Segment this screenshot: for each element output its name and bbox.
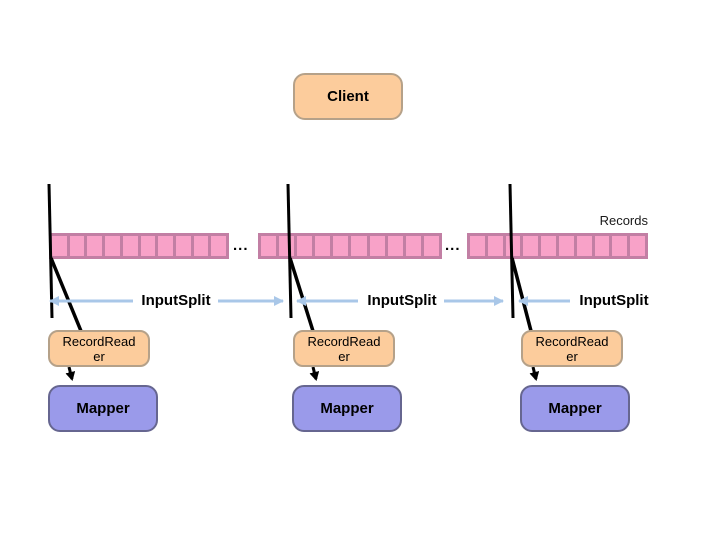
- record-cell: [576, 236, 592, 256]
- record-cell: [140, 236, 156, 256]
- stream-branch-line: [49, 257, 83, 332]
- stream-branch-line: [288, 257, 315, 332]
- records-bar: [49, 233, 229, 259]
- record-cell: [261, 236, 277, 256]
- mapper-label: Mapper: [320, 400, 374, 417]
- record-cell: [487, 236, 503, 256]
- records-bar: [467, 233, 648, 259]
- record-cell: [505, 236, 521, 256]
- record-cell: [558, 236, 574, 256]
- records-label: Records: [599, 213, 648, 228]
- record-cell: [315, 236, 331, 256]
- mapper-label: Mapper: [548, 400, 602, 417]
- stream-branch-line: [510, 257, 533, 332]
- input-split-label: InputSplit: [141, 292, 211, 309]
- record-cell: [405, 236, 421, 256]
- mapper-box: Mapper: [48, 385, 158, 432]
- record-reader-line2: er: [566, 348, 578, 364]
- record-reader-line1: RecordRead: [535, 333, 609, 349]
- record-cell: [69, 236, 85, 256]
- client-label: Client: [327, 88, 369, 105]
- record-cell: [175, 236, 191, 256]
- record-cell: [333, 236, 349, 256]
- reader-to-mapper-arrow: [309, 366, 320, 381]
- reader-to-mapper-arrow: [65, 366, 76, 381]
- record-cell: [594, 236, 610, 256]
- record-cell: [211, 236, 227, 256]
- record-cell: [612, 236, 628, 256]
- record-reader-line2: er: [93, 348, 105, 364]
- record-cell: [387, 236, 403, 256]
- reader-to-mapper-arrow: [529, 366, 540, 381]
- record-cell: [297, 236, 313, 256]
- record-reader-line2: er: [338, 348, 350, 364]
- record-cell: [369, 236, 385, 256]
- record-cell: [630, 236, 645, 256]
- record-cell: [523, 236, 539, 256]
- record-cell: [279, 236, 295, 256]
- mapper-label: Mapper: [76, 400, 130, 417]
- records-ellipsis: ...: [233, 237, 249, 254]
- record-cell: [470, 236, 485, 256]
- record-cell: [122, 236, 138, 256]
- client-box: Client: [293, 73, 403, 120]
- record-cell: [52, 236, 67, 256]
- mapper-box: Mapper: [520, 385, 630, 432]
- record-cell: [105, 236, 120, 256]
- record-cell: [158, 236, 173, 256]
- input-split-label: InputSplit: [579, 292, 649, 309]
- record-cell: [193, 236, 209, 256]
- record-cell: [541, 236, 556, 256]
- record-cell: [351, 236, 367, 256]
- record-reader-line1: RecordRead: [62, 333, 136, 349]
- record-reader-line1: RecordRead: [307, 333, 381, 349]
- record-cell: [423, 236, 439, 256]
- input-split-label: InputSplit: [367, 292, 437, 309]
- record-cell: [87, 236, 103, 256]
- mapper-box: Mapper: [292, 385, 402, 432]
- records-ellipsis: ...: [445, 237, 461, 254]
- records-bar: [258, 233, 442, 259]
